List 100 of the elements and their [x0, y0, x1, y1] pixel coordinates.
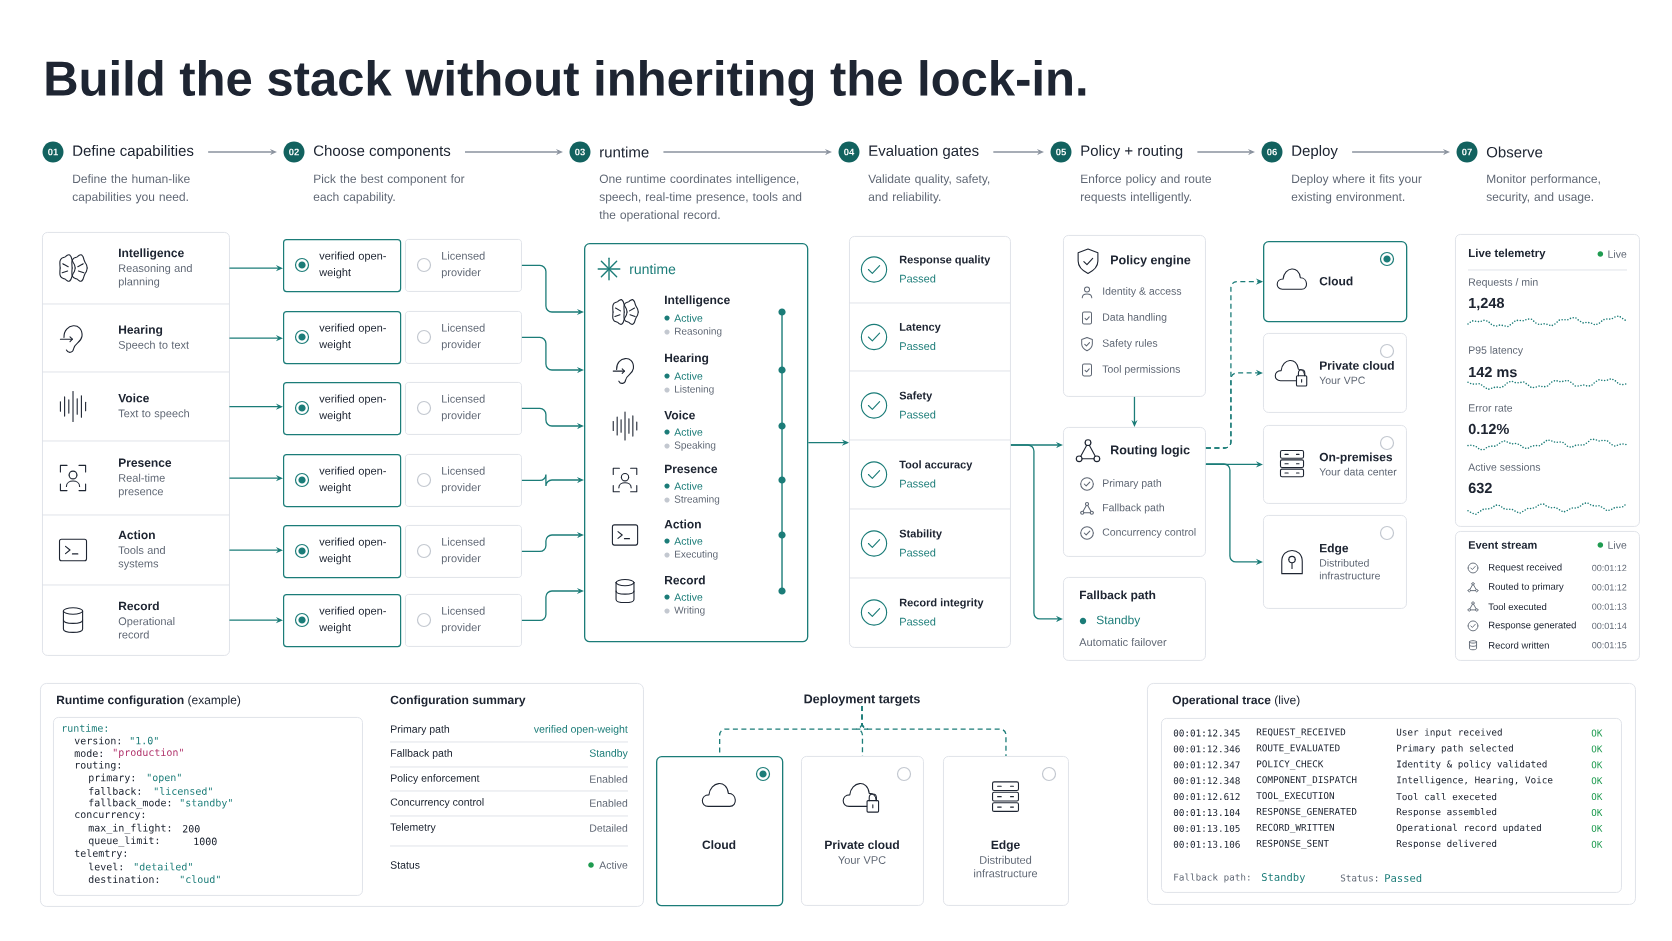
- step-badge: 04: [838, 141, 860, 163]
- option-card: verified open-weight: [283, 454, 402, 508]
- node-label: Safety rules: [1102, 339, 1158, 349]
- node-label: Routed to primary: [1489, 582, 1564, 592]
- gate-cell: Record integrity Passed: [848, 577, 1011, 626]
- status-text: Active: [674, 537, 703, 545]
- option-card: Licensed provider: [405, 311, 522, 364]
- option-card: verified open-weight: [283, 382, 402, 436]
- item-title: Action: [664, 519, 701, 529]
- option-card: Licensed provider: [405, 454, 522, 507]
- code-block: runtime: version: "1.0" mode: "production" routing: primary: "open" fallback: "licensed" fallback_mode: "standby" concurrency: max_in_flight: 200 queue_limit: 1000 telemtry: level: "detailed" destination: "cloud": [53, 717, 363, 896]
- option-card: verified open-weight: [283, 311, 402, 365]
- activity-text: Listening: [675, 385, 714, 395]
- node-label: Data handling: [1103, 313, 1167, 323]
- option-card: Licensed provider: [405, 594, 522, 647]
- status-text: Active: [674, 314, 703, 322]
- node-label: Policy enforcement: [391, 774, 480, 784]
- item-title: Intelligence: [665, 295, 730, 307]
- node-label: Primary path: [391, 725, 450, 735]
- node-label: Detailed: [590, 824, 628, 832]
- deploy-card: Edge Distributed infrastructure: [1263, 515, 1407, 609]
- step-description: Validate quality, safety, and reliability.: [868, 174, 990, 204]
- node-label: Event stream: [1468, 541, 1537, 549]
- target-card: Private cloud Your VPC: [801, 756, 924, 906]
- capability-cell: Voice Text to speech: [41, 371, 230, 420]
- step-title: Evaluation gates: [869, 145, 979, 159]
- node-label: Identity & access: [1103, 287, 1182, 297]
- deploy-card: On-premises Your data center: [1263, 425, 1407, 504]
- connector-line: [861, 705, 1007, 757]
- policy-card: Routing logic Primary path Fallback path Concurrency control: [1063, 427, 1206, 557]
- gate-cell: Tool accuracy Passed: [848, 439, 1011, 488]
- status-text: Active: [674, 372, 703, 380]
- node-label: Request received: [1489, 563, 1562, 573]
- node-label: 00:01:15: [1592, 642, 1627, 649]
- step-badge: 06: [1261, 141, 1283, 163]
- step-badge: 01: [42, 141, 64, 163]
- activity-text: Speaking: [674, 441, 716, 451]
- node-label: Standby: [589, 749, 628, 759]
- target-card: Cloud: [656, 756, 784, 907]
- step-description: Pick the best component for each capability.: [313, 174, 465, 204]
- node-label: 00:01:13: [1592, 603, 1627, 610]
- capability-cell: Action Tools and systems: [41, 514, 230, 570]
- node-label: Status: [390, 861, 420, 869]
- node-label: Enabled: [590, 799, 628, 807]
- fallback-card: Fallback path Standby Automatic failover: [1063, 577, 1206, 661]
- step-badge: 05: [1050, 141, 1072, 163]
- node-label: 00:01:14: [1592, 622, 1627, 630]
- item-title: Presence: [665, 464, 718, 474]
- option-card: verified open-weight: [283, 525, 402, 579]
- page-title: Build the stack without inheriting the lock-in.: [46, 60, 1086, 106]
- node-label: Fallback path: [1103, 503, 1164, 514]
- step-description: Define the human-like capabilities you need.: [72, 174, 190, 204]
- node-label: Live: [1608, 250, 1627, 258]
- step-badge: 03: [569, 141, 591, 163]
- step-title: Choose components: [314, 145, 451, 159]
- trace-log: 00:01:12.345 REQUEST_RECEIVED User input received OK 00:01:12.346 ROUTE_EVALUATED Primary path selected OK 00:01:12.347 POLICY_CHECK Identity & policy validated OK 00:01:12.348 COMPONENT_DISPATCH Intelligence, Hearing, Voice OK 00:01:12.612 TOOL_EXECUTION Tool call execeted OK 00:01:13.104 RESPONSE_GENERATED Response assembled OK 00:01:13.105 RECORD_WRITTEN Operational record updated OK 00:01:13.106 RESPONSE_SENT Response delivered OK Fallback path: Standby Status: Passed: [1161, 718, 1622, 893]
- activity-text: Streaming: [674, 495, 720, 505]
- capability-cell: Record Operational record: [41, 584, 230, 639]
- step-description: One runtime coordinates intelligence, speech, real-time presence, tools and the operational record.: [599, 174, 802, 222]
- item-title: Hearing: [665, 353, 709, 365]
- capability-cell: Hearing Speech to text: [41, 303, 230, 351]
- option-card: verified open-weight: [283, 594, 402, 648]
- status-text: Active: [674, 482, 703, 490]
- status-text: Active: [674, 593, 703, 601]
- step-description: Monitor performance, security, and usage.: [1486, 174, 1600, 204]
- event-panel: Event stream Live Request received 00:01:12 Routed to primary 00:01:12 Tool executed 00:01:13 Response generated 00:01:14 Record written 00:01:15: [1455, 531, 1640, 661]
- target-card: Edge Distributed infrastructure: [943, 756, 1069, 906]
- node-label: Live telemetry: [1468, 248, 1546, 260]
- step-title: Policy + routing: [1081, 145, 1183, 159]
- node-label: Configuration summary: [390, 695, 526, 707]
- deploy-card: Cloud: [1263, 241, 1408, 323]
- node-label: 1,248: [1469, 297, 1505, 311]
- deploy-card: Private cloud Your VPC: [1263, 333, 1407, 413]
- step-description: Deploy where it fits your existing environment.: [1291, 174, 1422, 204]
- activity-text: Reasoning: [675, 327, 722, 337]
- node-label: Policy engine: [1111, 255, 1191, 267]
- step-title: Define capabilities: [73, 145, 194, 159]
- option-card: Licensed provider: [405, 239, 522, 292]
- arrow: [1205, 369, 1263, 449]
- node-label: 632: [1468, 482, 1492, 494]
- option-card: Licensed provider: [405, 382, 522, 435]
- item-title: Voice: [664, 410, 695, 420]
- step-title: runtime: [600, 146, 649, 158]
- node-label: Record written: [1489, 641, 1549, 649]
- node-label: 142 ms: [1469, 366, 1517, 378]
- capability-cell: Presence Real-time presence: [41, 440, 230, 498]
- activity-text: Writing: [674, 606, 705, 616]
- capability-cell: Intelligence Reasoning and planning: [118, 248, 192, 288]
- node-label: 0.12%: [1468, 423, 1509, 435]
- telemetry-panel: Live telemetry Live Requests / min 1,248 P95 latency 142 ms Error rate 0.12% Active sessions 632: [1455, 234, 1640, 527]
- node-label: Tool executed: [1488, 603, 1547, 611]
- arrow: [521, 587, 584, 622]
- arrow: [521, 531, 584, 553]
- node-label: Active sessions: [1468, 463, 1541, 471]
- node-label: Response generated: [1489, 621, 1576, 631]
- gate-cell: Safety Passed: [848, 370, 1011, 419]
- node-label: Enabled: [590, 775, 628, 783]
- activity-text: Executing: [675, 550, 718, 560]
- node-label: Requests / min: [1469, 278, 1538, 288]
- gate-cell: Latency Passed: [848, 302, 1011, 351]
